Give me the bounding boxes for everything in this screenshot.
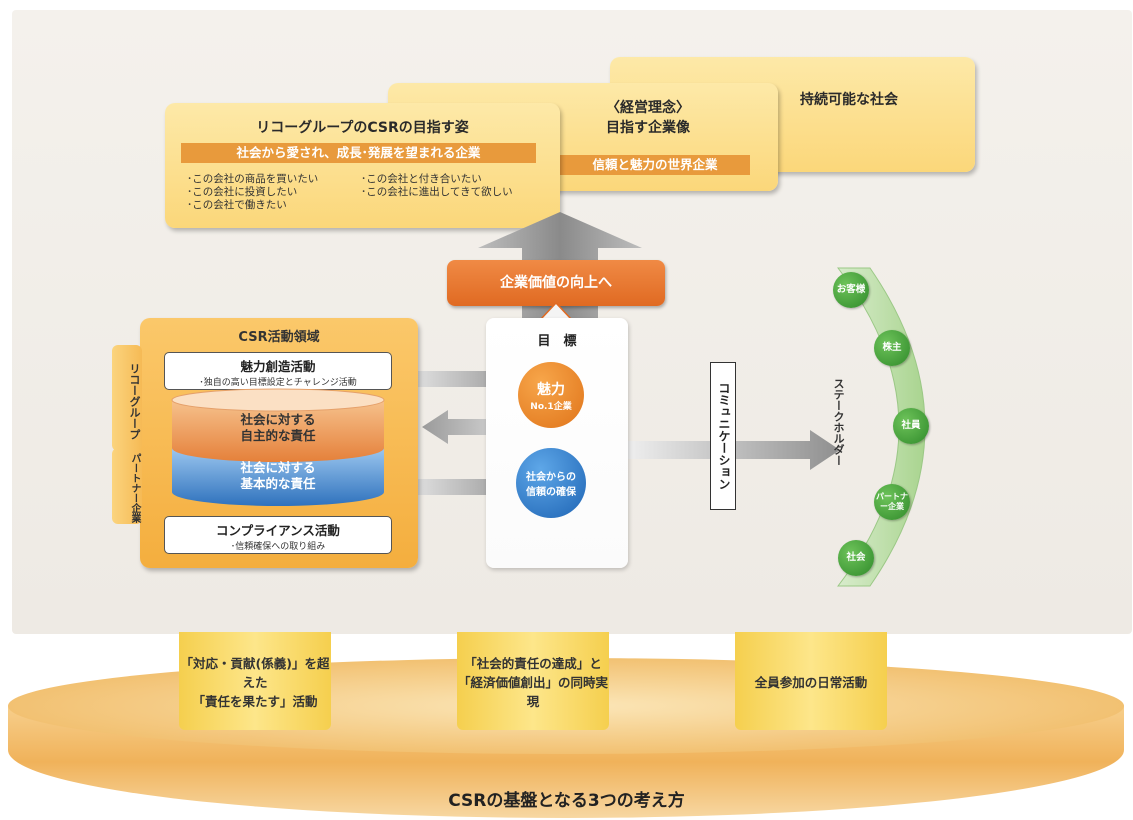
stakeholder-customers: お客様	[833, 272, 869, 308]
stakeholder-society: 社会	[838, 540, 874, 576]
attractive-creation-box: 魅力創造活動 ･独自の高い目標設定とチャレンジ活動	[164, 352, 392, 390]
vision-banner: 社会から愛され、成長･発展を望まれる企業	[181, 143, 536, 163]
bullet-buy: ･この会社の商品を買いたい	[187, 173, 319, 185]
philosophy-banner: 信頼と魅力の世界企業	[560, 155, 750, 175]
pillar3-line1: 全員参加の日常活動	[754, 674, 868, 690]
arrow-attractive-to-goal	[395, 362, 513, 396]
attractive-no1-circle: 魅力 No.1企業	[518, 362, 584, 428]
circle1-line1: 魅力	[537, 381, 565, 398]
communication-label: コミュニケーション	[710, 362, 736, 510]
bullet-invest: ･この会社に投資したい	[187, 186, 298, 198]
corporate-value-button: 企業価値の向上へ	[447, 260, 665, 306]
compliance-box: コンプライアンス活動 ･信頼確保への取り組み	[164, 516, 392, 554]
circle2-line2: 信頼の確保	[526, 487, 576, 498]
vision-bullets-left: ･この会社の商品を買いたい ･この会社に投資したい ･この会社で働きたい	[187, 173, 318, 212]
ricoh-group-tab: リコーグループ	[112, 345, 142, 451]
stakeholder-label: ステークホルダー	[832, 378, 845, 466]
layer2-line1: 社会に対する	[240, 460, 316, 475]
csr-area-title: CSR活動領域	[238, 330, 320, 345]
pillar-daily-activity: 全員参加の日常活動	[735, 632, 887, 730]
philosophy-title-line2: 目指す企業像	[606, 120, 690, 136]
sustainable-society-title: 持続可能な社会	[800, 92, 898, 108]
basic-responsibility-label: 社会に対する 基本的な責任	[168, 460, 388, 492]
bullet-work: ･この会社で働きたい	[187, 199, 287, 211]
pillar1-line1: 「対応・貢献(係義)」を超えた	[180, 655, 330, 690]
pillar-simultaneous: 「社会的責任の達成」と 「経済価値創出」の同時実現	[457, 632, 609, 730]
bullet-partner: ･この会社と付き合いたい	[361, 173, 482, 185]
layer1-line2: 自主的な責任	[240, 428, 316, 443]
voluntary-responsibility-label: 社会に対する 自主的な責任	[168, 412, 388, 444]
stakeholder-shareholders: 株主	[874, 330, 910, 366]
csr-vision-card: リコーグループのCSRの目指す姿 社会から愛され、成長･発展を望まれる企業 ･こ…	[165, 103, 560, 228]
pillar2-line1: 「社会的責任の達成」と	[464, 655, 602, 671]
responsibility-cylinder	[171, 388, 385, 506]
foundation-title: CSRの基盤となる3つの考え方	[448, 791, 685, 811]
pillar1-line2: 「責任を果たす」活動	[192, 693, 318, 709]
arrow-goal-to-csr	[422, 410, 540, 444]
vision-bullets-right: ･この会社と付き合いたい ･この会社に進出してきて欲しい	[361, 173, 513, 199]
pillar-responsibility: 「対応・貢献(係義)」を超えた 「責任を果たす」活動	[179, 632, 331, 730]
philosophy-title-line1: 〈経営理念〉	[606, 100, 690, 116]
vision-title: リコーグループのCSRの目指す姿	[256, 120, 469, 136]
attractive-title: 魅力創造活動	[240, 359, 316, 374]
layer1-line1: 社会に対する	[240, 412, 316, 427]
goal-title: 目 標	[537, 334, 577, 349]
stakeholder-partners: パートナー企業	[874, 484, 910, 520]
compliance-title: コンプライアンス活動	[216, 523, 340, 538]
social-trust-circle: 社会からの 信頼の確保	[516, 448, 586, 518]
circle1-line2: No.1企業	[530, 401, 572, 412]
circle2-line1: 社会からの	[526, 472, 576, 483]
bullet-advance: ･この会社に進出してきて欲しい	[361, 186, 513, 198]
attractive-sub: ･独自の高い目標設定とチャレンジ活動	[199, 378, 357, 388]
partner-company-tab: パートナー企業	[112, 448, 142, 524]
pillar2-line2: 「経済価値創出」の同時実現	[457, 674, 608, 709]
arrow-basic-to-goal	[395, 470, 513, 504]
compliance-sub: ･信頼確保への取り組み	[230, 542, 326, 552]
stakeholder-employees: 社員	[893, 408, 929, 444]
layer2-line2: 基本的な責任	[240, 476, 316, 491]
goal-box: 目 標 魅力 No.1企業 社会からの 信頼の確保	[486, 318, 628, 568]
